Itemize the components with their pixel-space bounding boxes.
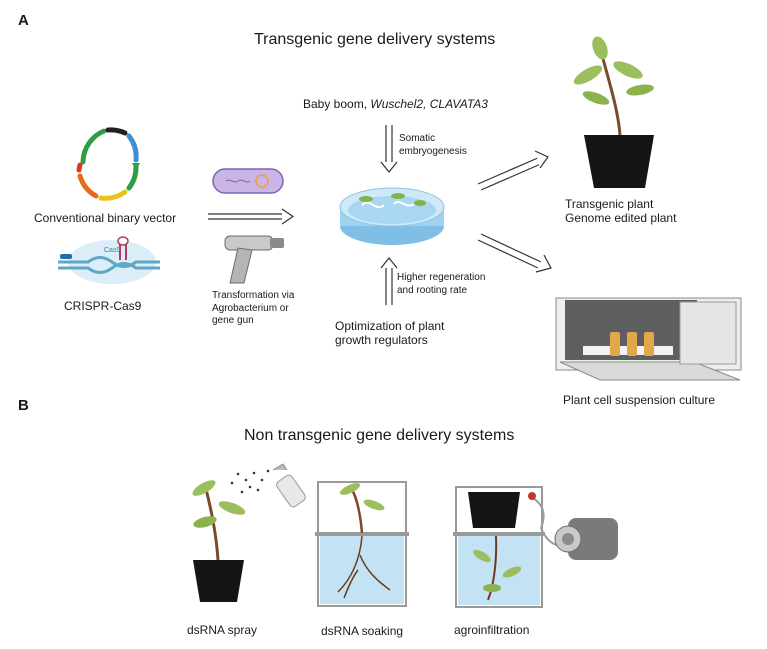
spray-bottle-icon bbox=[272, 463, 306, 508]
panel-a-title: Transgenic gene delivery systems bbox=[254, 31, 496, 48]
transgenic-plant-icon bbox=[573, 36, 654, 188]
arrow-down-right bbox=[480, 233, 542, 263]
spray-droplets-icon bbox=[230, 469, 270, 494]
plasmid-icon bbox=[76, 127, 139, 201]
panel-a-letter: A bbox=[18, 12, 29, 29]
inducer-genes-label: Baby boom, Wuschel2, CLAVATA3 bbox=[303, 97, 488, 111]
plasmid-arrow-icon bbox=[132, 163, 140, 170]
agroinfiltration-label: agroinfiltration bbox=[454, 623, 530, 637]
arrow-up-right bbox=[477, 156, 541, 185]
agrobacterium-icon bbox=[212, 168, 284, 194]
crispr-cas9-icon bbox=[58, 236, 160, 284]
panel-b-title: Non transgenic gene delivery systems bbox=[244, 427, 515, 444]
spray-plant-icon bbox=[192, 480, 246, 602]
soaking-label: dsRNA soaking bbox=[321, 624, 404, 638]
air-pump-icon bbox=[528, 492, 618, 560]
crispr-label: CRISPR-Cas9 bbox=[64, 299, 142, 313]
soaking-tank-icon bbox=[315, 481, 409, 607]
gene-gun-icon bbox=[224, 235, 284, 284]
agroinfiltration-icon bbox=[453, 486, 545, 608]
cas9-label: Cas9 bbox=[104, 247, 121, 254]
petri-dish-icon bbox=[339, 187, 445, 245]
spray-label: dsRNA spray bbox=[187, 623, 258, 637]
suspension-culture-label: Plant cell suspension culture bbox=[563, 393, 716, 407]
incubator-icon bbox=[555, 297, 742, 381]
panel-b-letter: B bbox=[18, 397, 29, 414]
binary-vector-label: Conventional binary vector bbox=[34, 211, 177, 225]
